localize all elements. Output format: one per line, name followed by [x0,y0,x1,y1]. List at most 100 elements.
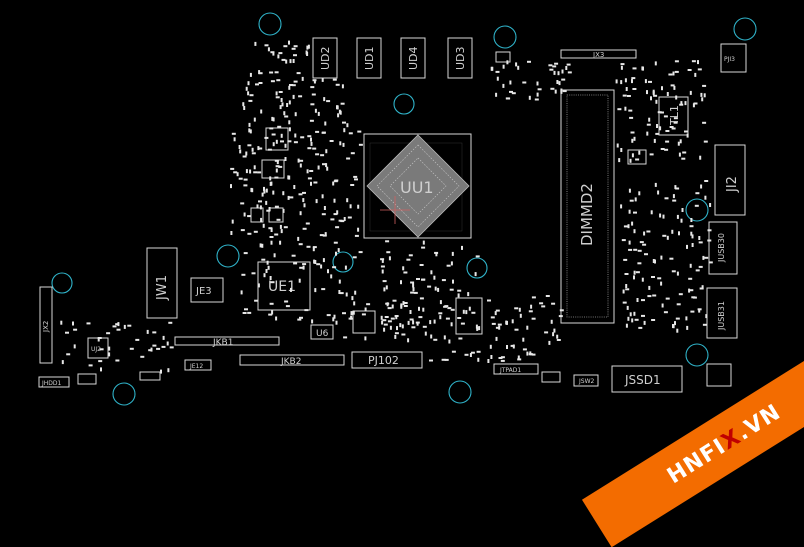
passive-pad [656,124,658,128]
passive-pad [628,209,631,214]
mounting-hole [493,25,517,49]
passive-pad [263,186,265,191]
passive-pad [704,256,709,259]
passive-pad [691,234,694,239]
passive-pad [682,151,687,154]
passive-pad [490,66,493,71]
passive-pad [698,241,703,244]
passive-pad [495,336,498,341]
passive-pad [561,78,566,81]
passive-pad [324,121,327,126]
passive-pad [306,245,311,248]
passive-pad [243,106,246,110]
passive-pad [275,316,278,321]
passive-pad [339,292,344,295]
passive-pad [675,95,678,100]
jssd1-label: JSSD1 [624,373,661,387]
passive-pad [274,71,279,74]
passive-pad [60,320,63,325]
passive-pad [394,334,397,339]
passive-pad [534,98,539,101]
u6-label: U6 [316,329,329,339]
passive-pad [281,102,284,107]
passive-pad [498,357,503,359]
passive-pad [642,243,647,246]
passive-pad [247,232,252,235]
ic-chip [268,207,284,223]
tl1-label: TL1 [668,105,681,126]
passive-pad [364,307,367,312]
passive-pad [651,276,655,278]
passive-pad [618,158,621,163]
passive-pad [354,290,357,295]
passive-pad [274,205,279,208]
passive-pad [690,218,693,222]
passive-pad [332,181,335,186]
passive-pad [620,63,625,66]
passive-pad [506,345,508,349]
passive-pad [400,303,403,308]
passive-pad [628,240,631,245]
passive-pad [160,369,162,374]
passive-pad [254,41,257,46]
passive-pad [659,213,662,218]
passive-pad [402,266,405,271]
passive-pad [475,324,478,329]
passive-pad [314,108,317,113]
passive-pad [514,328,519,331]
passive-pad [349,204,352,209]
passive-pad [419,297,424,300]
passive-pad [531,317,536,320]
passive-pad [629,158,632,163]
passive-pad [707,229,712,232]
passive-pad [510,344,515,347]
passive-pad [278,52,283,55]
passive-pad [422,325,427,328]
passive-pad [633,270,636,275]
passive-pad [639,241,644,244]
passive-pad [358,143,363,146]
passive-pad [509,80,512,85]
passive-pad [623,225,628,228]
passive-pad [457,289,462,292]
passive-pad [265,188,268,193]
passive-pad [283,226,288,229]
passive-pad [384,316,389,318]
passive-pad [380,265,385,268]
cpu-die-bga [366,134,470,238]
passive-pad [536,92,539,97]
passive-pad [629,312,632,317]
passive-pad [123,324,126,329]
passive-pad [302,263,307,266]
passive-pad [429,320,432,325]
passive-pad [697,68,702,71]
passive-pad [385,285,388,290]
passive-pad [274,233,279,236]
passive-pad [664,197,669,200]
passive-pad [550,87,555,90]
passive-pad [685,316,688,321]
passive-pad [258,200,262,203]
passive-pad [325,149,328,154]
passive-pad [464,353,469,356]
passive-pad [509,90,513,93]
passive-pad [701,285,704,290]
passive-pad [511,92,516,95]
passive-pad [244,308,248,311]
passive-pad [352,310,355,315]
passive-pad [662,234,667,237]
passive-pad [276,160,279,165]
passive-pad [690,310,695,313]
passive-pad [152,331,157,334]
passive-pad [271,310,274,315]
passive-pad [635,158,640,161]
passive-pad [315,199,318,204]
passive-pad [526,325,529,330]
dram-chip [400,37,426,79]
passive-pad [268,313,273,316]
passive-pad [253,117,256,122]
passive-pad [162,335,165,340]
je3-connector [190,277,224,303]
passive-pad [434,251,439,254]
passive-pad [285,59,288,64]
